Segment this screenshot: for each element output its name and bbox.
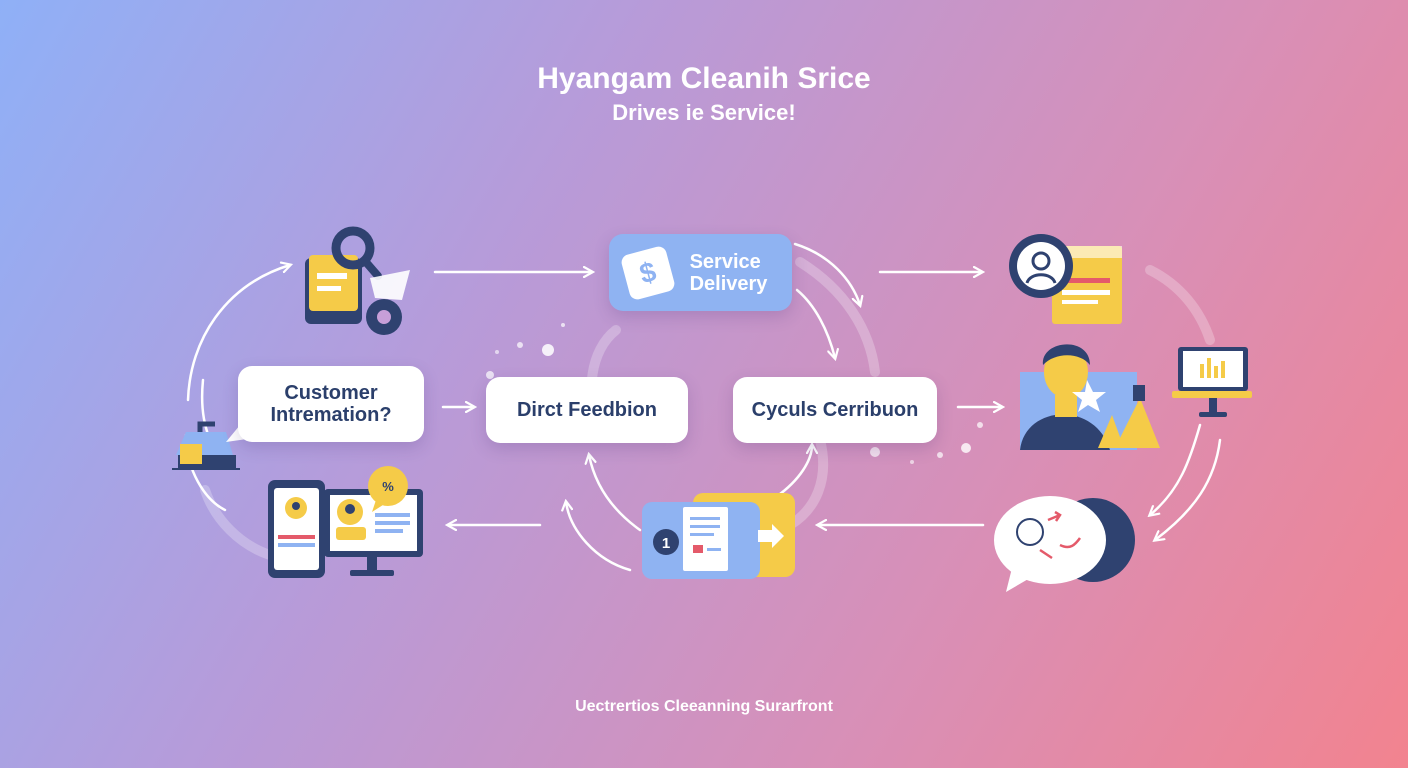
cleaning-brush-icon [172,421,240,470]
flow-arrow [1155,438,1222,540]
chat-bubble-icon [994,496,1135,592]
svg-text:1: 1 [662,535,670,552]
customer-interaction-node: Customer Intremation? [238,366,424,442]
flow-arrow [793,242,860,305]
sparkle-dot [561,323,565,327]
sparkle-dot [961,443,971,453]
search-document-icon [305,226,410,335]
cycles-contribution-label: Cyculs Cerribuon [751,399,919,421]
sparkle-dot [542,344,554,356]
direct-feedback-label: Dirct Feedbion [516,399,657,421]
sparkle-dot [486,371,494,379]
service-delivery-node: $ Service Delivery [609,234,792,311]
page-title: Hyangam Cleanih Srice [537,62,871,95]
page-subtitle: Drives ie Service! [612,100,796,125]
flow-arrow [186,265,290,402]
sparkle-dot [870,447,880,457]
flow-arrow [795,288,835,358]
money-icon: $ [619,244,677,302]
cycles-contribution-node: Cyculs Cerribuon [733,377,937,443]
analytics-monitor-icon [1172,347,1252,417]
bg-swirl [1145,265,1215,345]
flow-arrow [589,455,642,532]
profile-window-icon [1009,234,1122,324]
service-delivery-label: Service Delivery [689,250,768,295]
footer-caption: Uectrertios Cleeanning Surarfront [575,698,833,715]
bg-swirl [795,257,880,377]
sparkle-dot [977,422,983,428]
person-portrait-icon [1020,344,1160,450]
sparkle-dot [937,452,943,458]
flow-arrow [1150,423,1202,515]
devices-icon [268,466,423,578]
sparkle-dot [910,460,914,464]
bg-swirl [200,485,275,560]
direct-feedback-node: Dirct Feedbion [486,377,688,443]
flow-arrow [566,502,632,572]
badge-percent: % [382,479,394,494]
bg-swirl [785,435,829,530]
customer-interaction-label: Customer Intremation? [270,382,392,426]
sparkle-dot [495,350,499,354]
flow-arrow [774,445,812,499]
sparkle-dot [517,342,523,348]
report-cards-icon: 1 [642,493,795,579]
